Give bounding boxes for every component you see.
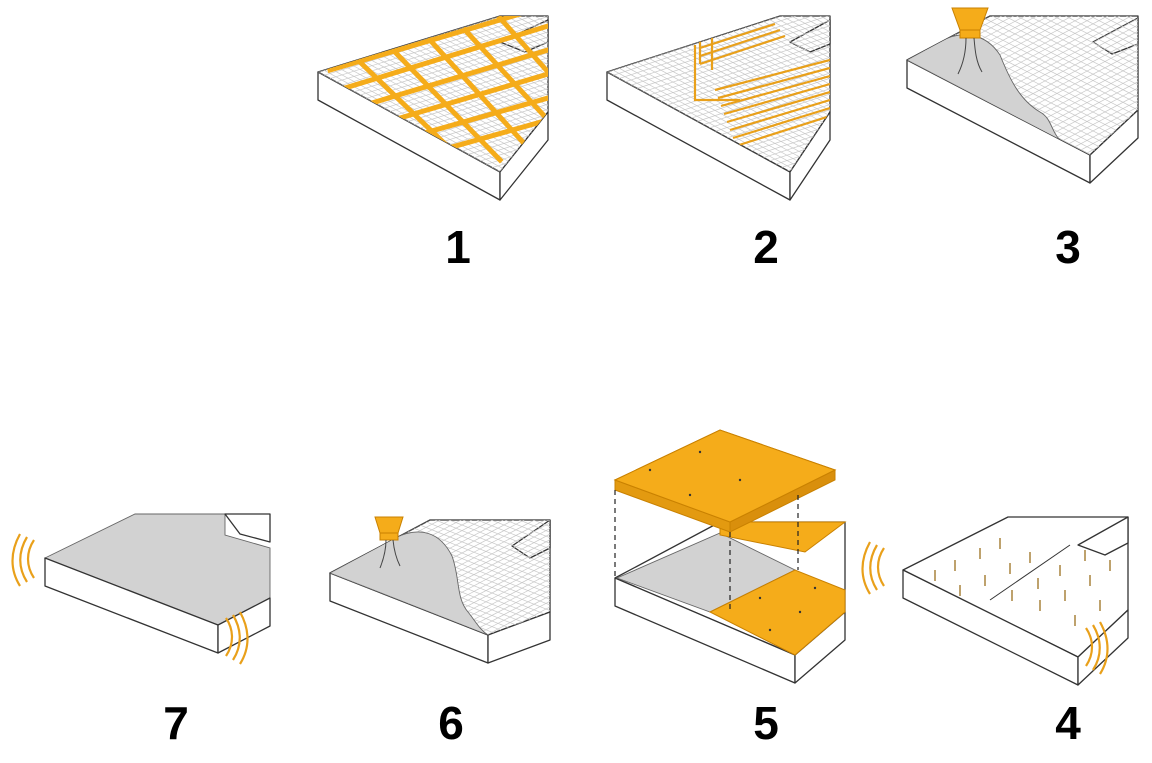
step-number-5: 5 [736,700,796,746]
step-7-illustration [13,514,271,664]
step-3-illustration [907,0,1152,183]
step-4-illustration [863,517,1129,685]
step-number-3: 3 [1038,224,1098,270]
step-number-6: 6 [421,700,481,746]
step-number-1: 1 [428,224,488,270]
step-number-7: 7 [146,700,206,746]
step-number-4: 4 [1038,700,1098,746]
step-number-2: 2 [736,224,796,270]
step-5-illustration [615,430,845,683]
step-5-lifted-panel [615,430,835,522]
